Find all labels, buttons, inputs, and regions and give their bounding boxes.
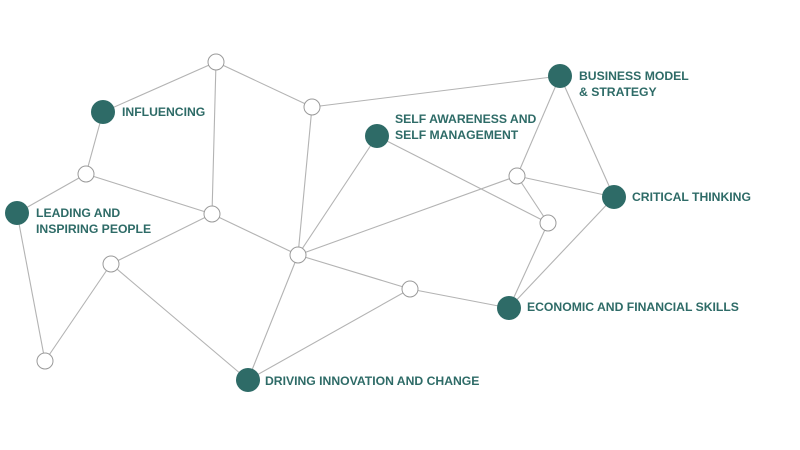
- skill-node-economic: [497, 296, 521, 320]
- skill-node-business-model: [548, 64, 572, 88]
- skill-label-business-model: BUSINESS MODEL & STRATEGY: [579, 69, 689, 99]
- edge-s10-economic: [508, 222, 549, 309]
- edge-s9-critical-thinking: [516, 175, 615, 198]
- skill-label-line: CRITICAL THINKING: [632, 190, 751, 204]
- skill-node-self-awareness: [365, 124, 389, 148]
- connector-node: [289, 246, 307, 264]
- edge-s4-s5: [211, 213, 299, 256]
- edge-driving-innovation-s8: [247, 288, 411, 381]
- edge-self-awareness-s10: [376, 135, 549, 224]
- connector-node: [207, 53, 225, 71]
- edge-s2-s5: [297, 106, 313, 256]
- connector-node: [102, 255, 120, 273]
- edge-s5-driving-innovation: [247, 254, 299, 381]
- edge-business-model-s9: [516, 75, 561, 177]
- connector-node: [77, 165, 95, 183]
- edge-s2-business-model: [311, 75, 561, 108]
- skill-label-line: SELF AWARENESS AND: [395, 112, 536, 126]
- connector-node: [401, 280, 419, 298]
- skill-label-line: INFLUENCING: [122, 105, 205, 119]
- edge-s1-s4: [211, 61, 217, 215]
- skill-label-line: INSPIRING PEOPLE: [36, 222, 151, 236]
- skill-label-line: BUSINESS MODEL: [579, 69, 689, 83]
- network-labels: INFLUENCING LEADING AND INSPIRING PEOPLE SE…: [36, 69, 751, 388]
- skill-label-self-awareness: SELF AWARENESS AND SELF MANAGEMENT: [395, 112, 536, 142]
- skill-node-critical-thinking: [602, 185, 626, 209]
- connector-node: [36, 352, 54, 370]
- skill-label-critical-thinking: CRITICAL THINKING: [632, 190, 751, 204]
- edge-leading-s7: [16, 212, 46, 362]
- connector-node: [539, 214, 557, 232]
- skill-label-influencing: INFLUENCING: [122, 105, 205, 119]
- edge-s6-driving-innovation: [110, 263, 249, 381]
- edge-s5-self-awareness: [297, 135, 378, 256]
- edge-s3-leading: [16, 173, 87, 214]
- edge-s9-s10: [516, 175, 549, 224]
- skill-node-driving-innovation: [236, 368, 260, 392]
- network-nodes: [5, 53, 626, 392]
- skill-label-line: & STRATEGY: [579, 85, 657, 99]
- edge-critical-thinking-economic: [508, 196, 615, 309]
- connector-node: [303, 98, 321, 116]
- skill-label-leading: LEADING AND INSPIRING PEOPLE: [36, 206, 151, 236]
- edge-s7-s6: [44, 263, 112, 362]
- connector-node: [508, 167, 526, 185]
- skill-label-economic: ECONOMIC AND FINANCIAL SKILLS: [527, 300, 739, 314]
- skill-label-line: ECONOMIC AND FINANCIAL SKILLS: [527, 300, 739, 314]
- skill-node-influencing: [91, 100, 115, 124]
- edge-s3-s4: [85, 173, 213, 215]
- edge-s4-s6: [110, 213, 213, 265]
- skill-label-line: LEADING AND: [36, 206, 120, 220]
- edge-s1-influencing: [102, 61, 217, 113]
- edge-s5-s9: [297, 175, 518, 256]
- skill-label-line: SELF MANAGEMENT: [395, 128, 519, 142]
- connector-node: [203, 205, 221, 223]
- edge-business-model-critical-thinking: [559, 75, 615, 198]
- skill-label-driving-innovation: DRIVING INNOVATION AND CHANGE: [265, 374, 479, 388]
- skill-node-leading: [5, 201, 29, 225]
- skill-label-line: DRIVING INNOVATION AND CHANGE: [265, 374, 479, 388]
- edge-s5-s8: [297, 254, 411, 290]
- edge-s1-s2: [215, 61, 313, 108]
- edge-s8-economic: [409, 288, 510, 309]
